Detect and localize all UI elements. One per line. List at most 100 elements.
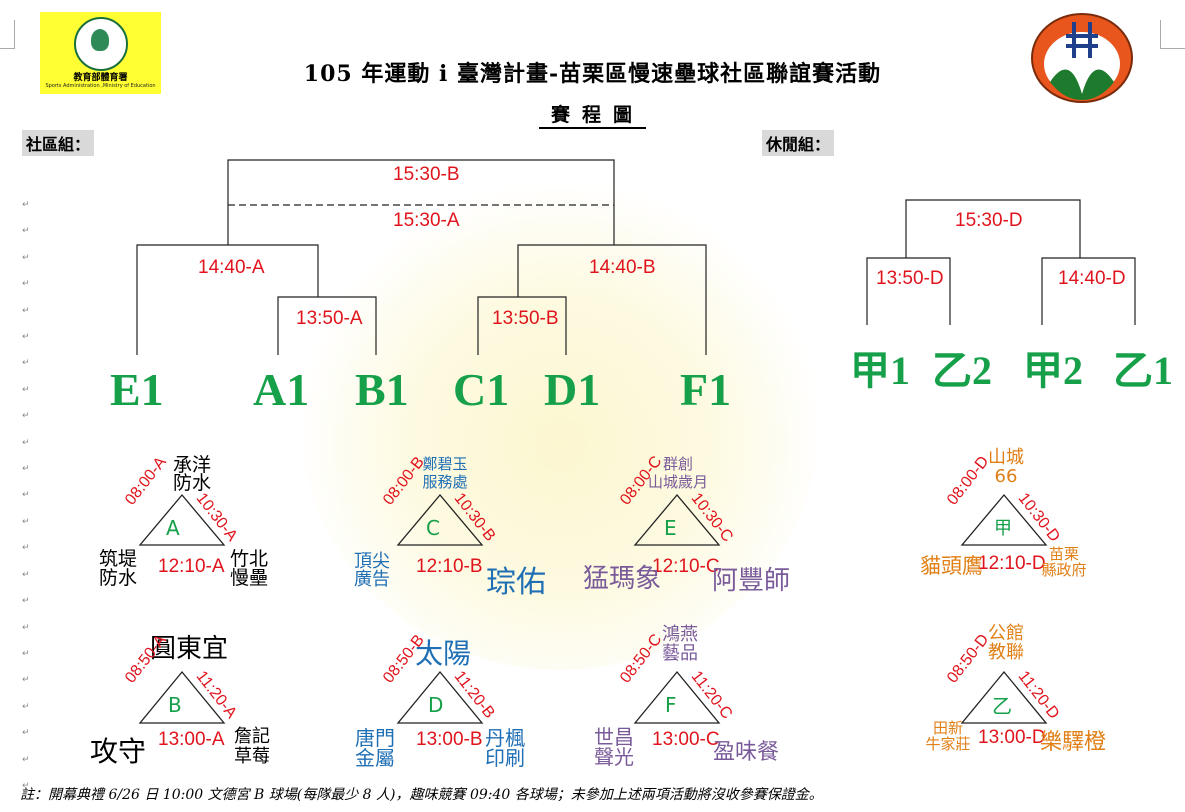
group-yi-letter: 乙 bbox=[992, 694, 1012, 718]
group-b-br-line2: 草莓 bbox=[234, 746, 270, 767]
sports-admin-logo: 教育部體育署 Sports Administration ,Ministry o… bbox=[40, 12, 161, 94]
group-a-top-line1: 承洋 bbox=[172, 454, 211, 476]
group-d-letter: D bbox=[428, 693, 444, 717]
bracket-qf-right-line bbox=[477, 296, 567, 355]
footer-note: 註：開幕典禮 6/26 日 10:00 文德宮 B 球場(每隊最少 8 人)，趣… bbox=[20, 787, 823, 803]
sports-admin-emblem-icon bbox=[74, 17, 128, 71]
team-jia2: 甲2 bbox=[1023, 348, 1083, 393]
group-a-top-team: 承洋 防水 bbox=[152, 454, 232, 494]
group-d-br-team: 丹楓 印刷 bbox=[473, 728, 537, 768]
logo-left-cn: 教育部體育署 bbox=[73, 73, 128, 83]
group-b-letter: B bbox=[168, 693, 182, 717]
association-emblem-icon bbox=[1031, 13, 1133, 103]
group-yi-bl-line2: 牛家莊 bbox=[925, 735, 971, 753]
group-a-bl-line1: 筑堤 bbox=[98, 548, 137, 570]
group-b-br-team: 詹記 草莓 bbox=[222, 727, 282, 767]
corner-mark-right bbox=[1160, 20, 1185, 49]
watermark-logo bbox=[300, 170, 820, 670]
group-b-top-team: 圓東宜 bbox=[150, 634, 229, 664]
page-subtitle: 賽程圖 bbox=[0, 100, 1185, 129]
group-d-top-team: 太陽 bbox=[415, 637, 472, 670]
team-d1: D1 bbox=[544, 364, 601, 415]
time-qf-right: 13:50-B bbox=[492, 308, 559, 329]
group-c-bl-line1: 頂尖 bbox=[354, 551, 390, 572]
group-jia-top-team: 山城 66 bbox=[966, 448, 1046, 486]
page-title: 105 年運動 i 臺灣計畫-苗栗區慢速壘球社區聯誼賽活動 bbox=[303, 61, 882, 87]
group-yi-top-line1: 公館 bbox=[988, 623, 1024, 644]
bracket-leisure-final-line bbox=[905, 199, 1081, 258]
group-jia-br-line2: 縣政府 bbox=[1041, 561, 1087, 579]
time-qf-left: 13:50-A bbox=[296, 308, 363, 329]
group-c-letter: C bbox=[426, 516, 440, 540]
subtitle-text: 賽程圖 bbox=[538, 104, 646, 129]
group-b-br-line1: 詹記 bbox=[234, 726, 270, 747]
group-c-top-line2: 服務處 bbox=[422, 473, 468, 491]
group-e-top-line1: 群創 bbox=[662, 455, 693, 473]
team-b1: B1 bbox=[355, 364, 409, 415]
group-f-letter: F bbox=[665, 693, 677, 717]
paragraph-marks: ↵↵↵↵↵↵↵↵↵↵↵↵↵↵↵↵↵↵↵↵↵↵↵ bbox=[22, 200, 30, 791]
group-a-bottom-time: 12:10-A bbox=[158, 556, 225, 577]
team-yi2: 乙2 bbox=[932, 348, 992, 393]
group-d-bottom-time: 13:00-B bbox=[416, 729, 483, 750]
bracket-final-line bbox=[227, 159, 615, 245]
group-a-top-line2: 防水 bbox=[172, 472, 211, 494]
group-a-letter: A bbox=[166, 516, 180, 540]
team-c1: C1 bbox=[453, 364, 510, 415]
group-yi-bl-team: 田新 牛家莊 bbox=[918, 720, 978, 752]
group-a-br-line2: 慢壘 bbox=[229, 567, 268, 589]
time-semi-right: 14:40-B bbox=[589, 257, 656, 278]
group-d-triangle bbox=[396, 670, 484, 724]
section-leisure: 休閒組： bbox=[762, 130, 835, 156]
time-semi-left: 14:40-A bbox=[198, 257, 265, 278]
group-c-triangle bbox=[396, 493, 484, 546]
group-e-top-line2: 山城歲月 bbox=[647, 473, 708, 491]
association-logo bbox=[1030, 12, 1135, 104]
bracket-leisure-right-line bbox=[1041, 257, 1136, 325]
group-f-top-line2: 藝品 bbox=[662, 643, 698, 664]
group-jia-triangle bbox=[960, 493, 1048, 546]
group-jia-br-team: 苗栗 縣政府 bbox=[1034, 546, 1094, 578]
section-community: 社區組： bbox=[22, 130, 95, 156]
group-b-bottom-time: 13:00-A bbox=[158, 729, 225, 750]
group-yi-bottom-time: 13:00-D bbox=[978, 727, 1046, 748]
group-jia-bl-team: 貓頭鷹 bbox=[920, 554, 983, 578]
time-leisure-final: 15:30-D bbox=[955, 210, 1023, 231]
group-b-triangle bbox=[138, 670, 226, 724]
group-a-bl-team: 筑堤 防水 bbox=[88, 550, 148, 588]
group-f-top-line1: 鴻燕 bbox=[662, 624, 698, 645]
group-jia-bottom-time: 12:10-D bbox=[978, 553, 1046, 574]
group-f-triangle bbox=[633, 670, 721, 724]
group-jia-br-line1: 苗栗 bbox=[1048, 545, 1079, 563]
group-jia-letter: 甲 bbox=[994, 518, 1012, 539]
group-e-triangle bbox=[633, 493, 721, 546]
group-e-bl-team: 猛瑪象 bbox=[583, 564, 662, 594]
time-leisure-left: 13:50-D bbox=[876, 268, 944, 289]
group-f-bl-team: 世昌 聲光 bbox=[584, 727, 644, 767]
group-yi-top-team: 公館 教聯 bbox=[966, 624, 1046, 662]
time-final-b: 15:30-B bbox=[393, 164, 460, 185]
group-e-bottom-time: 12:10-C bbox=[652, 556, 720, 577]
group-yi-br-team: 樂驛橙 bbox=[1040, 730, 1107, 755]
team-f1: F1 bbox=[680, 364, 732, 415]
group-b-bl-team: 攻守 bbox=[90, 735, 147, 768]
team-e1: E1 bbox=[110, 364, 164, 415]
group-c-top-team: 鄭碧玉 服務處 bbox=[405, 455, 485, 491]
group-d-bl-team: 唐門 金屬 bbox=[345, 728, 405, 768]
group-d-br-line1: 丹楓 bbox=[485, 726, 525, 750]
group-c-top-line1: 鄭碧玉 bbox=[422, 455, 468, 473]
group-jia-top-line1: 山城 bbox=[988, 447, 1024, 468]
group-c-bottom-time: 12:10-B bbox=[416, 556, 483, 577]
bracket-semi-right-line bbox=[517, 244, 707, 355]
group-d-bl-line1: 唐門 bbox=[355, 726, 395, 750]
group-e-br-team: 阿豐師 bbox=[712, 566, 791, 596]
bracket-leisure-left-line bbox=[866, 257, 951, 325]
group-f-top-team: 鴻燕 藝品 bbox=[640, 625, 720, 663]
group-a-bl-line2: 防水 bbox=[98, 567, 137, 589]
group-yi-bl-line1: 田新 bbox=[932, 719, 963, 737]
group-f-br-team: 盈味餐 bbox=[713, 740, 780, 765]
time-leisure-right: 14:40-D bbox=[1058, 268, 1126, 289]
group-f-bottom-time: 13:00-C bbox=[652, 729, 720, 750]
logo-left-en: Sports Administration ,Ministry of Educa… bbox=[45, 83, 156, 89]
group-yi-top-line2: 教聯 bbox=[988, 642, 1024, 663]
